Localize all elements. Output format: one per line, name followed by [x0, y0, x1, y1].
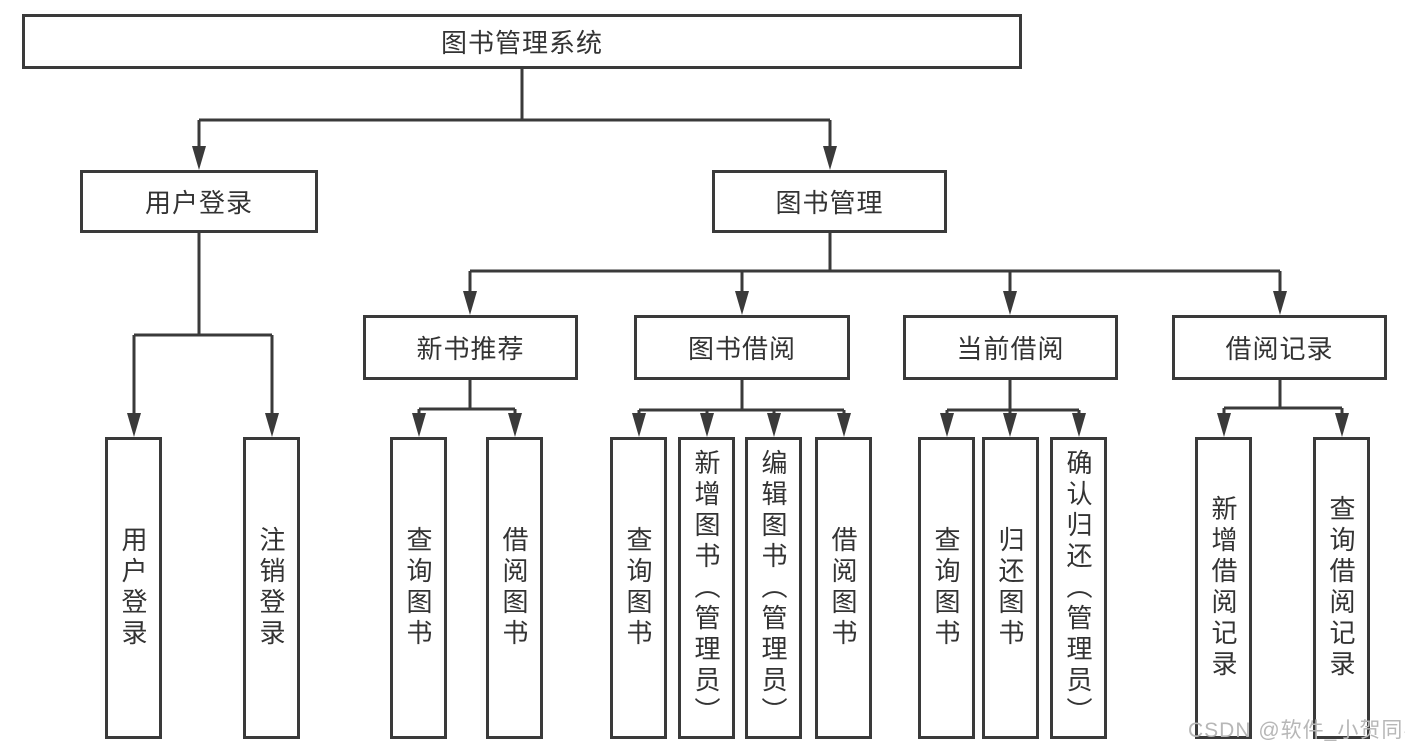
arrowhead	[940, 413, 954, 437]
node-label: 借阅图书	[828, 526, 858, 650]
arrowhead	[1217, 413, 1231, 437]
leaf-query-borrowing-record: 查询借阅记录	[1313, 437, 1370, 739]
node-label: 查询图书	[931, 526, 961, 650]
node-label: 当前借阅	[956, 334, 1065, 364]
edge-book-borrow-children	[637, 380, 846, 414]
node-label: 借阅图书	[499, 526, 529, 650]
arrowhead	[700, 413, 714, 437]
leaf-user-login: 用户登录	[105, 437, 162, 739]
edge-current-borrow-children	[945, 380, 1081, 414]
node-label: 查询借阅记录	[1326, 495, 1356, 681]
arrowhead	[1003, 291, 1017, 315]
node-label: 查询图书	[623, 526, 653, 650]
node-label: 用户登录	[144, 188, 253, 218]
arrowhead	[735, 291, 749, 315]
node-label: 确认归还（管理员）	[1063, 448, 1093, 728]
node-borrowing-records: 借阅记录	[1172, 315, 1387, 380]
node-user-login: 用户登录	[80, 170, 318, 233]
arrowhead	[1335, 413, 1349, 437]
leaf-query-books-under-new-book: 查询图书	[390, 437, 447, 739]
node-label: 查询图书	[403, 526, 433, 650]
arrowhead	[767, 413, 781, 437]
edge-root-to-level1	[197, 68, 832, 147]
csdn-watermark: CSDN @软件_小贺同学	[1188, 719, 1405, 742]
leaf-edit-book-admin: 编辑图书（管理员）	[745, 437, 802, 739]
node-label: 图书借阅	[687, 334, 796, 364]
node-label: 图书管理	[775, 188, 884, 218]
arrowhead	[1273, 291, 1287, 315]
leaf-logout: 注销登录	[243, 437, 300, 739]
node-library-management-system: 图书管理系统	[22, 14, 1022, 69]
arrowhead	[1072, 413, 1086, 437]
leaf-query-books-under-current-borrowing: 查询图书	[918, 437, 975, 739]
edge-borrow-record-children	[1222, 380, 1344, 414]
node-label: 借阅记录	[1225, 334, 1334, 364]
edge-book-mgmt-children	[468, 233, 1282, 292]
leaf-add-book-admin: 新增图书（管理员）	[678, 437, 735, 739]
node-label: 归还图书	[995, 526, 1025, 650]
leaf-borrow-books-under-new-book: 借阅图书	[486, 437, 543, 739]
arrowhead	[632, 413, 646, 437]
node-book-management: 图书管理	[712, 170, 947, 233]
arrowhead	[823, 146, 837, 170]
node-label: 图书管理系统	[440, 28, 603, 58]
arrowhead	[463, 291, 477, 315]
arrowhead	[192, 146, 206, 170]
arrowhead	[508, 413, 522, 437]
leaf-borrow-books-under-book-borrowing: 借阅图书	[815, 437, 872, 739]
edge-new-book-children	[417, 380, 517, 414]
arrowhead	[1003, 413, 1017, 437]
arrowhead	[265, 413, 279, 437]
node-current-borrowing: 当前借阅	[903, 315, 1118, 380]
node-label: 用户登录	[118, 526, 148, 650]
edge-user-login-children	[132, 233, 274, 414]
leaf-return-book: 归还图书	[982, 437, 1039, 739]
node-label: 编辑图书（管理员）	[758, 448, 788, 728]
leaf-confirm-return-admin: 确认归还（管理员）	[1050, 437, 1107, 739]
node-label: 新增借阅记录	[1208, 495, 1238, 681]
arrowhead	[127, 413, 141, 437]
node-book-borrowing: 图书借阅	[634, 315, 850, 380]
node-label: 注销登录	[256, 526, 286, 650]
node-label: 新增图书（管理员）	[691, 448, 721, 728]
node-new-book-recommendation: 新书推荐	[363, 315, 578, 380]
arrowhead	[412, 413, 426, 437]
leaf-query-books-under-book-borrowing: 查询图书	[610, 437, 667, 739]
node-label: 新书推荐	[416, 334, 525, 364]
leaf-add-borrowing-record: 新增借阅记录	[1195, 437, 1252, 739]
arrowhead	[837, 413, 851, 437]
